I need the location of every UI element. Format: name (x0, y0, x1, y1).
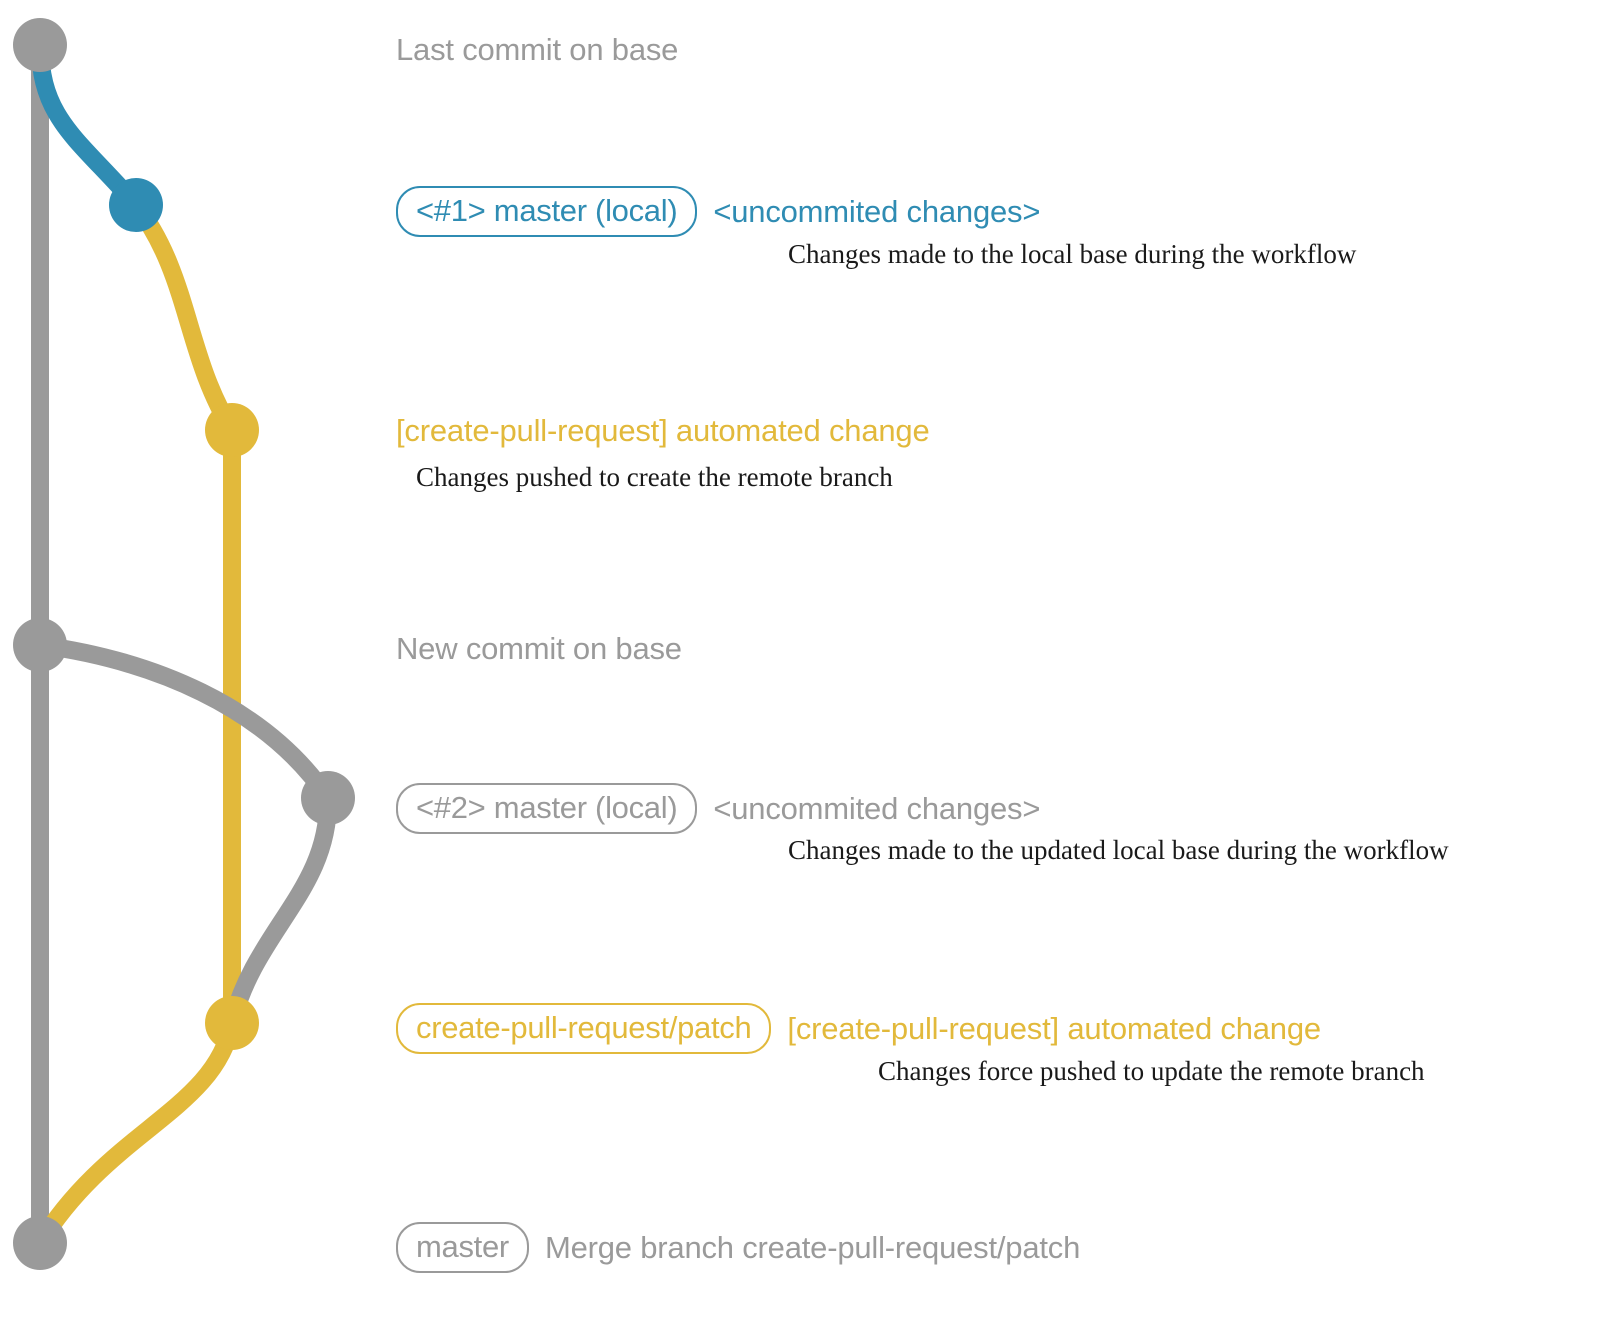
row-local-commit-1: <#1> master (local) <uncommited changes> (396, 186, 1040, 237)
branch-pill-local-1[interactable]: <#1> master (local) (396, 186, 698, 237)
commit-node-base-new[interactable] (13, 618, 67, 672)
commit-subject-local-1: <uncommited changes> (713, 193, 1041, 229)
commit-subject-local-2: <uncommited changes> (713, 790, 1041, 826)
commit-node-merge-master[interactable] (13, 1216, 67, 1270)
commit-node-local-1[interactable] (109, 178, 163, 232)
commit-node-local-2[interactable] (301, 771, 355, 825)
commit-subject-automated-1: [create-pull-request] automated change (396, 413, 930, 448)
commit-description-local-2: Changes made to the updated local base d… (788, 835, 1449, 865)
branch-line-automated-1 (127, 196, 241, 1032)
commit-subject-merge: Merge branch create-pull-request/patch (544, 1229, 1081, 1265)
commit-node-automated-1[interactable] (205, 403, 259, 457)
branch-pill-create-pull-request-patch[interactable]: create-pull-request/patch (396, 1003, 772, 1054)
branch-line-merge (31, 1014, 241, 1252)
commit-description-automated-1: Changes pushed to create the remote bran… (416, 462, 893, 492)
row-local-commit-2: <#2> master (local) <uncommited changes> (396, 783, 1040, 834)
branch-line-local-2 (31, 636, 337, 807)
row-merge-commit: master Merge branch create-pull-request/… (396, 1222, 1080, 1273)
row-new-commit-on-base: New commit on base (396, 631, 682, 667)
commit-description-automated-2: Changes force pushed to update the remot… (878, 1056, 1425, 1086)
row-last-commit-on-base: Last commit on base (396, 32, 678, 68)
row-automated-change-1: [create-pull-request] automated change (396, 413, 930, 449)
commit-subject-new-commit-on-base: New commit on base (396, 631, 682, 666)
commit-description-local-1: Changes made to the local base during th… (788, 239, 1357, 269)
row-automated-change-2: create-pull-request/patch [create-pull-r… (396, 1003, 1321, 1054)
branch-line-local-2-to-automated-2 (223, 789, 338, 1032)
commit-subject-automated-2: [create-pull-request] automated change (787, 1010, 1321, 1046)
commit-subject-last-commit-on-base: Last commit on base (396, 32, 679, 67)
branch-pill-master[interactable]: master (396, 1222, 529, 1273)
commit-node-base-top[interactable] (13, 18, 67, 72)
commit-graph (13, 18, 355, 1270)
branch-pill-local-2[interactable]: <#2> master (local) (396, 783, 698, 834)
branch-line-local-1 (31, 36, 145, 214)
commit-node-automated-2[interactable] (205, 996, 259, 1050)
